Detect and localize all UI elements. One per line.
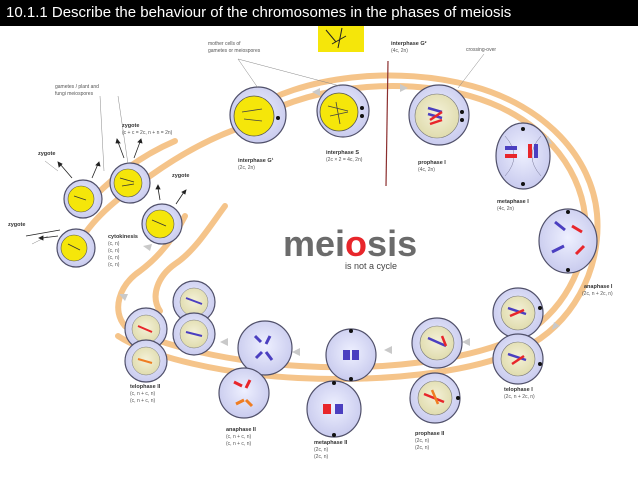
label-interphase-g1: interphase G¹ — [238, 157, 274, 164]
label-telophase-1: telophase I — [504, 387, 533, 393]
label-zygote-left: zygote — [38, 151, 55, 157]
label-metaphase-2-sub-1: (2c, n) — [314, 447, 329, 453]
cell-metaphase-1 — [495, 122, 551, 190]
label-prophase-1: prophase I — [418, 160, 446, 166]
center-subtitle: is not a cycle — [345, 261, 397, 271]
label-mother-cells-2: gametes or meiospores — [208, 48, 261, 54]
label-telophase-1-sub: (2c, n + 2c, n) — [504, 394, 535, 400]
cell-prophase-1 — [408, 84, 470, 146]
label-mother-cells: mother cells of — [208, 41, 241, 47]
label-interphase-s-sub: (2c × 2 = 4c, 2n) — [326, 157, 363, 163]
cell-metaphase-2-bottom — [306, 380, 362, 438]
label-cyto-4: (c, n) — [108, 262, 120, 268]
label-metaphase-1: metaphase I — [497, 199, 529, 205]
cell-metaphase-2-top — [325, 328, 377, 382]
title-bar: 10.1.1 Describe the behaviour of the chr… — [0, 0, 638, 26]
label-telophase-2: telophase II — [130, 384, 161, 390]
cell-prophase-2-bottom — [409, 372, 461, 424]
zygote-arrows — [25, 138, 187, 241]
label-cyto-3: (c, n) — [108, 255, 120, 261]
cell-anaphase-2-top — [237, 320, 293, 376]
cell-anaphase-1 — [538, 208, 598, 274]
cell-interphase-g1 — [229, 86, 287, 144]
svg-text:meiosis: meiosis — [283, 223, 417, 264]
cell-prophase-2-top — [411, 317, 463, 369]
cell-telophase-2-lower — [124, 307, 168, 383]
label-metaphase-2-sub-2: (2c, n) — [314, 454, 329, 460]
interphase-s-detail — [318, 26, 364, 52]
label-interphase-s: interphase S — [326, 150, 359, 156]
label-telophase-2-sub-1: (c, n + c, n) — [130, 391, 155, 397]
label-cyto-2: (c, n) — [108, 248, 120, 254]
meiosis-diagram: meiosis is not a cycle — [8, 26, 613, 460]
leader-lines — [31, 53, 485, 245]
label-anaphase-2-sub-2: (c, n + c, n) — [226, 441, 251, 447]
center-title: meiosis is not a cycle — [283, 223, 417, 271]
label-interphase-g2-sub: (4c, 2n) — [391, 48, 408, 54]
label-prophase-1-sub: (4c, 2n) — [418, 167, 435, 173]
label-zygote-top: zygote — [122, 123, 139, 129]
label-anaphase-2-sub-1: (c, n + c, n) — [226, 434, 251, 440]
label-interphase-g1-sub: (2c, 2n) — [238, 165, 255, 171]
cell-anaphase-2-bottom — [218, 367, 270, 419]
center-word-o: o — [345, 223, 367, 264]
label-anaphase-1: anaphase I — [584, 284, 613, 290]
label-interphase-g2: interphase G² — [391, 40, 427, 47]
center-word-post: sis — [367, 223, 417, 264]
label-crossing-over: crossing-over — [466, 47, 496, 53]
label-anaphase-2: anaphase II — [226, 427, 256, 433]
label-metaphase-2: metaphase II — [314, 440, 348, 446]
cell-interphase-s — [316, 84, 370, 138]
cell-telophase-1 — [492, 287, 544, 385]
label-prophase-2: prophase II — [415, 431, 445, 437]
label-cytokinesis: cytokinesis — [108, 234, 138, 240]
label-zygote-right: zygote — [172, 173, 189, 179]
label-prophase-2-sub-2: (2c, n) — [415, 445, 430, 451]
gamete-cells — [56, 162, 183, 268]
label-metaphase-1-sub: (4c, 2n) — [497, 206, 514, 212]
label-gametes-2: fungi meiospores — [55, 91, 94, 97]
label-gametes: gametes / plant and — [55, 84, 99, 90]
cell-telophase-2-upper — [172, 280, 216, 356]
label-zygote-far: zygote — [8, 222, 25, 228]
center-word-pre: mei — [283, 223, 345, 264]
label-zygote-formula: (c + c = 2c, n + n = 2n) — [122, 130, 173, 136]
interphase-divider — [385, 60, 389, 187]
label-anaphase-1-sub: (2c, n + 2c, n) — [582, 291, 613, 297]
label-prophase-2-sub-1: (2c, n) — [415, 438, 430, 444]
label-telophase-2-sub-2: (c, n + c, n) — [130, 398, 155, 404]
label-cyto-1: (c, n) — [108, 241, 120, 247]
page-title: 10.1.1 Describe the behaviour of the chr… — [6, 4, 512, 21]
